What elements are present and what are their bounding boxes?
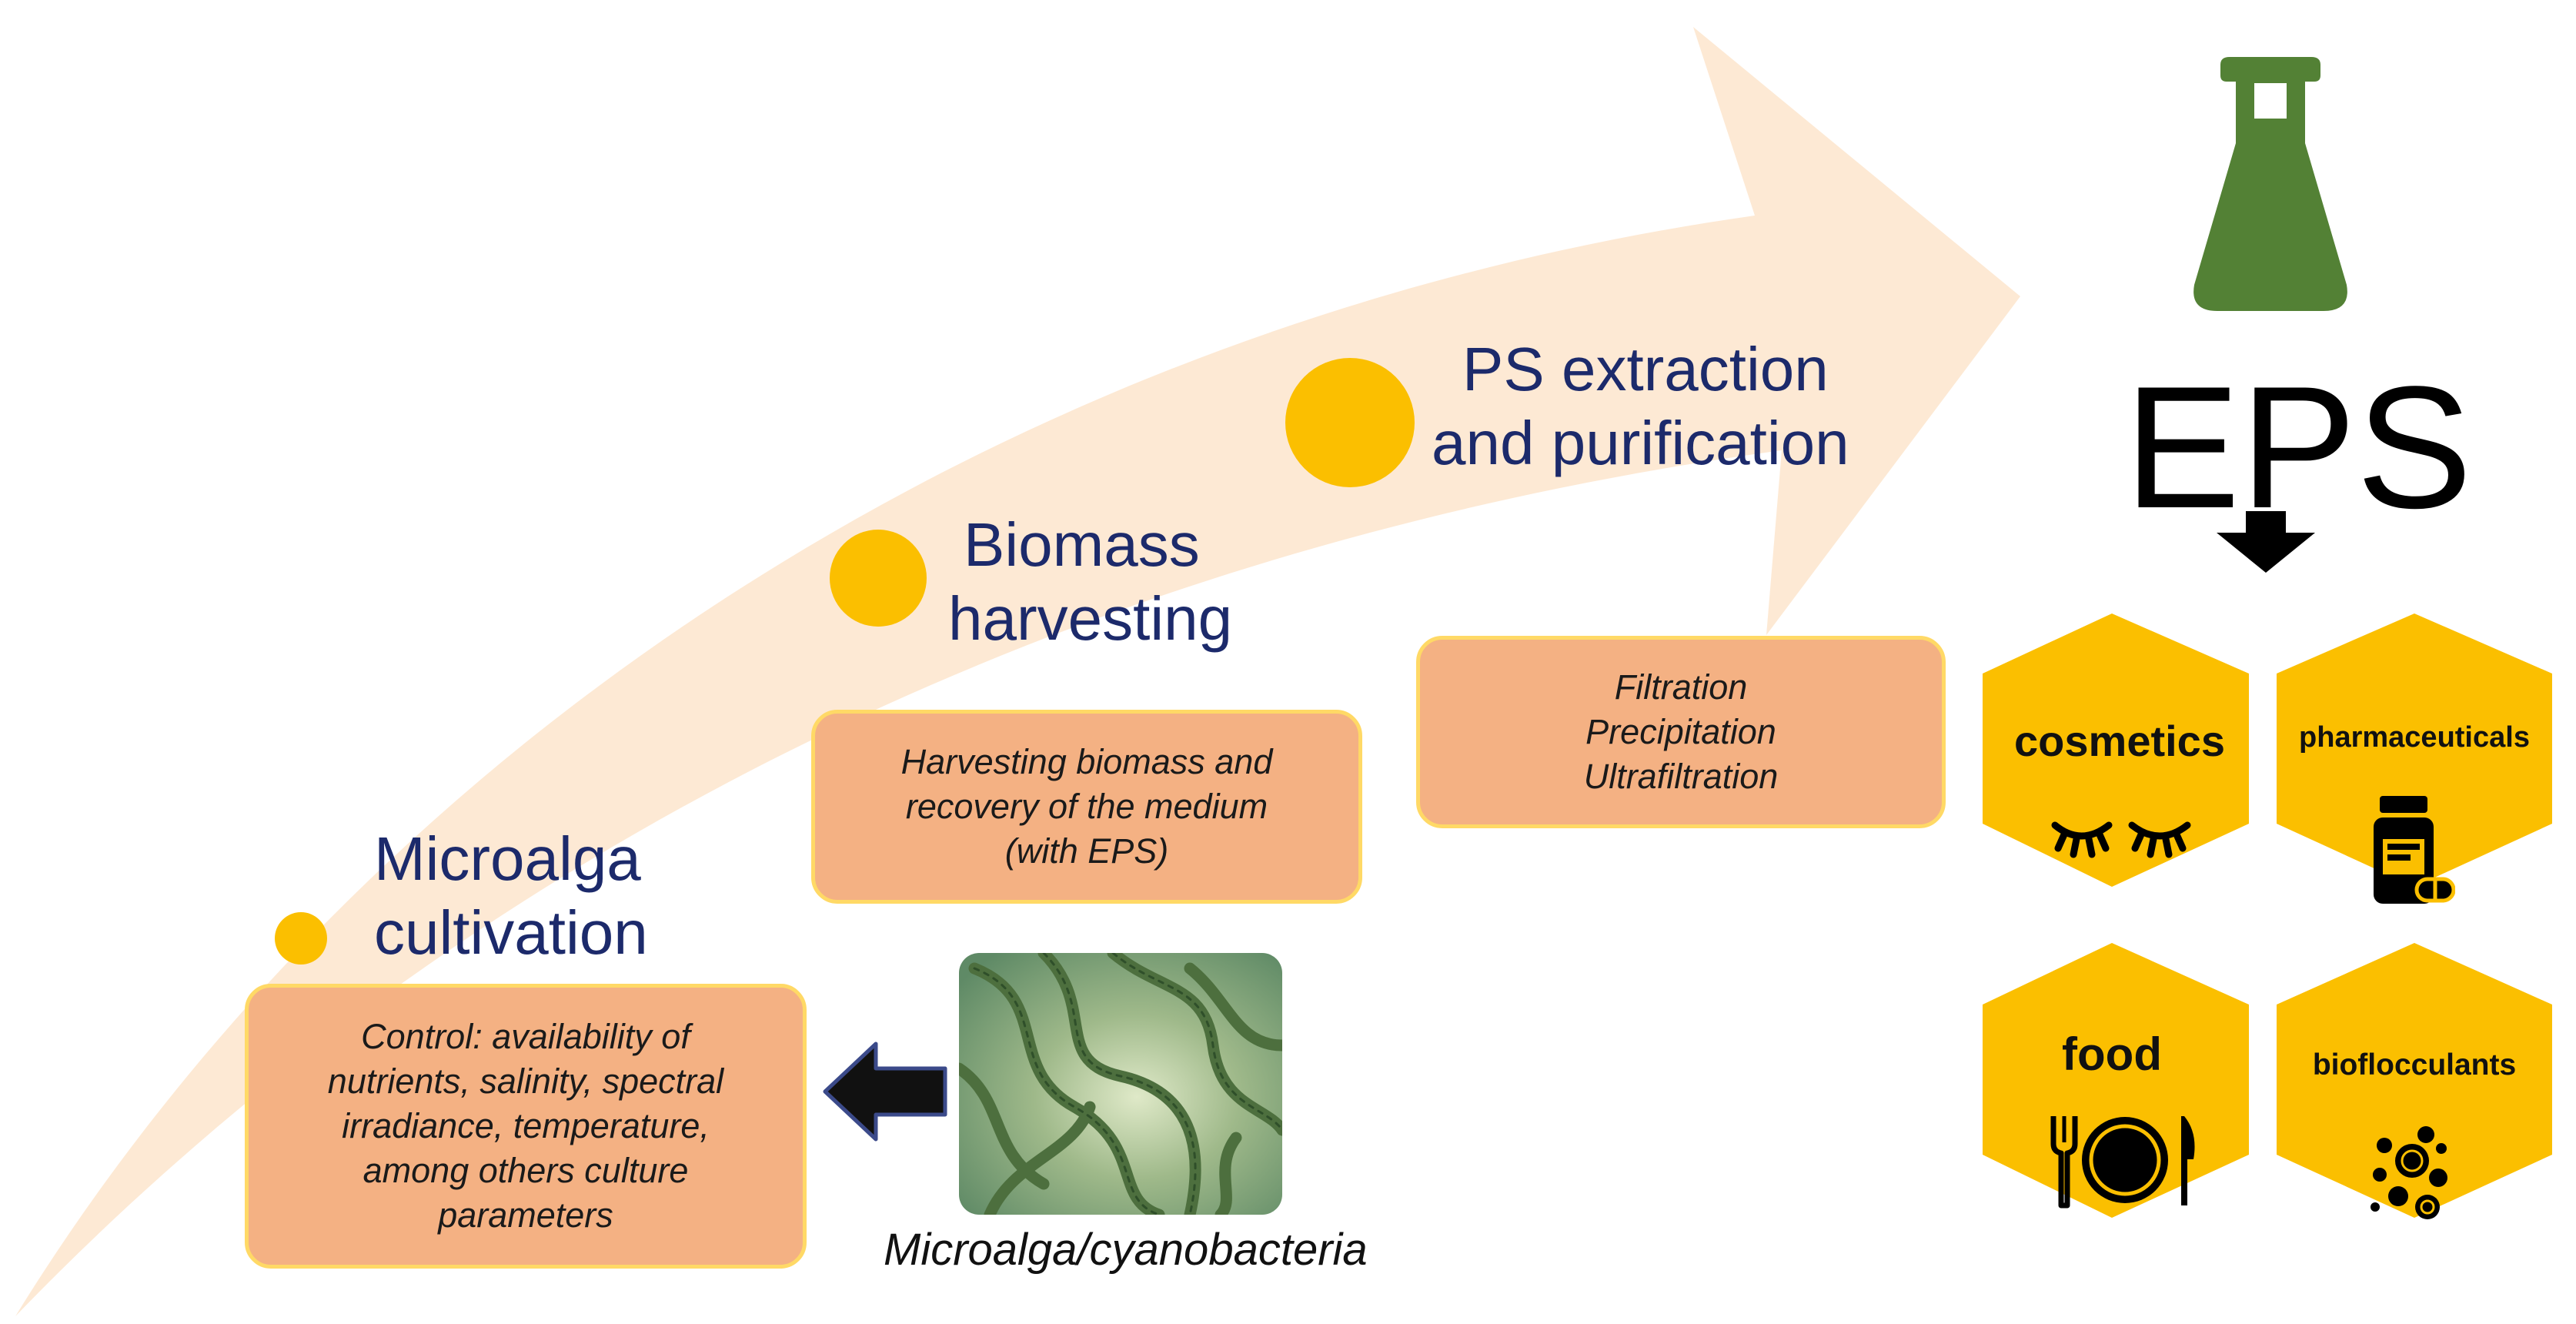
eps-label: EPS <box>2124 349 2473 544</box>
step-marker-harvesting <box>830 530 927 627</box>
step-title-purification: PS extraction and purification <box>1432 335 1849 477</box>
app-label-cosmetics: cosmetics <box>2014 717 2225 765</box>
erlenmeyer-flask-icon <box>2193 57 2347 311</box>
closed-eyes-lashes-icon <box>2051 821 2191 858</box>
down-arrow-icon <box>2217 511 2315 573</box>
app-label-food: food <box>2062 1028 2162 1080</box>
purification-note: Filtration Precipitation Ultrafiltration <box>1416 636 1946 828</box>
app-label-pharmaceuticals: pharmaceuticals <box>2299 721 2530 754</box>
step-title-cultivation: Microalga cultivation <box>374 824 648 967</box>
step-title-harvesting: Biomass harvesting <box>948 510 1233 653</box>
microalga-micrograph <box>959 953 1282 1215</box>
app-label-bioflocculants: bioflocculants <box>2312 1048 2517 1082</box>
bubbles-icon <box>2371 1126 2447 1219</box>
plate-fork-knife-icon <box>2050 1116 2195 1209</box>
step-marker-cultivation <box>275 912 327 965</box>
left-arrow-icon <box>823 1041 947 1142</box>
cultivation-note: Control: availability of nutrients, sali… <box>245 984 807 1269</box>
step-marker-purification <box>1285 358 1415 487</box>
micrograph-caption: Microalga/cyanobacteria <box>884 1225 1368 1275</box>
pill-bottle-icon <box>2374 796 2455 904</box>
harvesting-note: Harvesting biomass and recovery of the m… <box>811 710 1362 904</box>
